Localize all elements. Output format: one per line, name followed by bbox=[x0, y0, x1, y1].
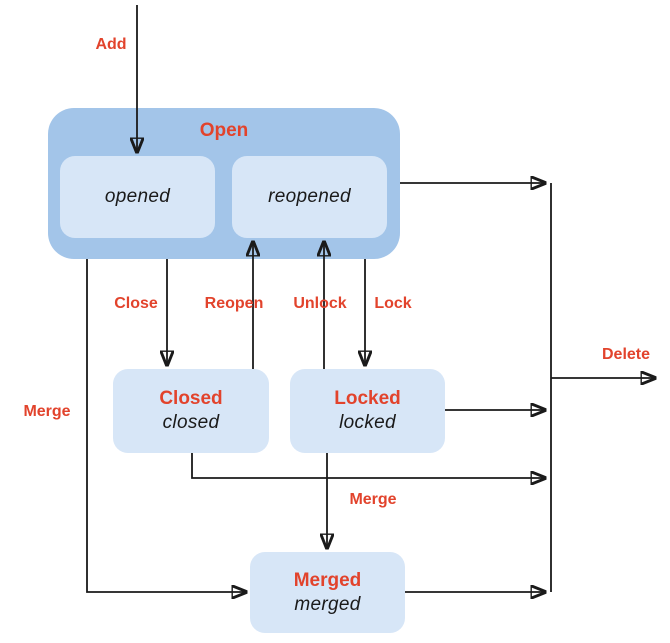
state-opened: opened bbox=[60, 156, 215, 238]
state-reopened-label: reopened bbox=[268, 186, 351, 208]
label-merge-middle: Merge bbox=[349, 491, 397, 508]
label-close: Close bbox=[114, 295, 158, 312]
state-locked-title: Locked bbox=[334, 388, 401, 410]
state-closed-label: closed bbox=[162, 412, 220, 433]
state-locked: Locked locked bbox=[290, 369, 445, 453]
label-delete: Delete bbox=[601, 346, 651, 363]
state-open: Open opened reopened bbox=[48, 108, 400, 259]
label-merge-left: Merge bbox=[23, 403, 71, 420]
state-open-title: Open bbox=[199, 120, 249, 141]
label-reopen: Reopen bbox=[204, 295, 264, 312]
state-closed-title: Closed bbox=[159, 388, 223, 410]
label-lock: Lock bbox=[374, 295, 412, 312]
state-merged: Merged merged bbox=[250, 552, 405, 633]
state-locked-label: locked bbox=[339, 412, 396, 433]
state-opened-label: opened bbox=[104, 186, 171, 208]
state-reopened: reopened bbox=[232, 156, 387, 238]
state-merged-label: merged bbox=[294, 593, 361, 615]
label-unlock: Unlock bbox=[293, 295, 347, 312]
state-closed: Closed closed bbox=[113, 369, 269, 453]
state-merged-title: Merged bbox=[293, 569, 362, 591]
arrow-closed-to-delete-rail bbox=[191, 453, 545, 478]
label-add: Add bbox=[95, 36, 127, 53]
